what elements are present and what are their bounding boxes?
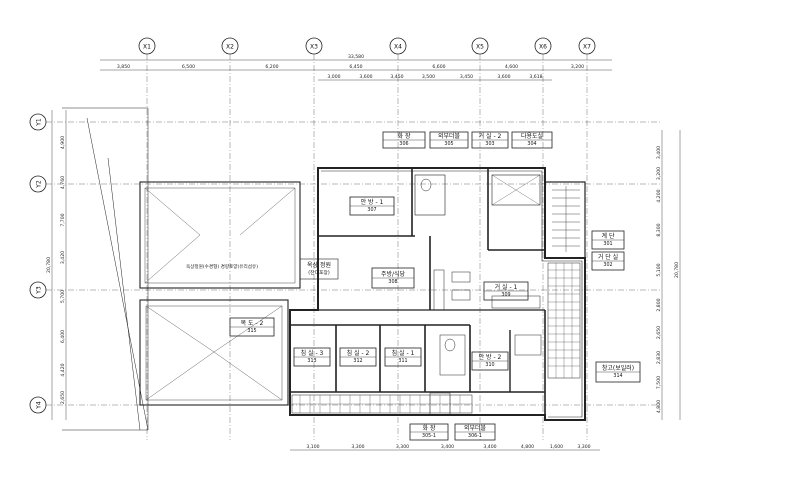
room-label: 화 장: [398, 132, 411, 140]
dim-right-row: 4,800: [656, 400, 662, 413]
dim-top-total: 33,580: [348, 54, 364, 60]
room-number: 306: [399, 141, 408, 147]
room-label: 거 단 실: [598, 253, 618, 261]
room-label: 침 실 - 1: [392, 349, 415, 357]
room-label: 창고(보일러): [602, 364, 634, 372]
grid-label-x1: X1: [143, 44, 151, 51]
room-number: 308: [388, 279, 397, 285]
room-number: 306-1: [468, 433, 482, 439]
grid-label-x5: X5: [476, 44, 484, 51]
dim-top-row2: 3,450: [460, 74, 473, 80]
dim-right-row: 2,800: [656, 298, 662, 311]
room-number: 313: [307, 358, 316, 364]
dim-top-row1: 3,200: [571, 64, 584, 70]
grid-label-x4: X4: [394, 44, 402, 51]
room-label: 침 실 - 2: [347, 349, 370, 357]
dim-left-row: 4,420: [60, 363, 66, 376]
dim-right-row: 3,200: [656, 167, 662, 180]
room-number: 304: [527, 141, 536, 147]
dim-top-row1: 6,600: [432, 64, 445, 70]
room-label: 옥상 정원: [307, 261, 331, 269]
dim-top-row1: 3,850: [117, 64, 130, 70]
room-label: 침 실 - 3: [301, 349, 324, 357]
grid-label-x3: X3: [310, 44, 318, 51]
dim-right-row: 4,200: [656, 189, 662, 202]
room-label: 외부더블: [464, 424, 487, 432]
roof-garden-note: 옥상정원(수경형) 경량토양(유리섬유): [186, 263, 258, 270]
room-number: 312: [353, 358, 362, 364]
grid-label-y1: Y1: [36, 118, 43, 127]
dim-left-row: 5,700: [60, 290, 66, 303]
dim-right-row: 5,100: [656, 263, 662, 276]
room-label: 주방/식당: [381, 270, 406, 278]
dim-right-total: 20,780: [674, 262, 680, 278]
dim-top-row1: 4,600: [505, 64, 518, 70]
dim-bottom: 3,300: [577, 444, 590, 450]
dim-top-row2: 3,600: [497, 74, 510, 80]
room-number: 301: [603, 241, 612, 247]
dim-top-row2: 3,600: [359, 74, 372, 80]
dim-top-row1: 6,450: [349, 64, 362, 70]
room-label: 복 도 - 2: [241, 320, 264, 327]
room-number: 305: [444, 141, 453, 147]
dim-right-row: 3,400: [656, 146, 662, 159]
room-label: 화 장: [423, 424, 436, 432]
dim-left-row: 7,700: [60, 213, 66, 226]
dim-bottom: 3,300: [351, 444, 364, 450]
room-label: 거 실 - 2: [479, 132, 502, 140]
room-label: 안 방 - 1: [361, 198, 384, 206]
dim-left-row: 3,420: [60, 251, 66, 264]
grid-label-y2: Y2: [36, 180, 43, 189]
dim-bottom: 3,300: [396, 444, 409, 450]
room-number: 315: [247, 328, 256, 334]
dim-left-row: 2,650: [60, 391, 66, 404]
room-number: 309: [501, 292, 510, 298]
room-label: 다용도실: [521, 132, 543, 140]
room-number: 307: [367, 207, 376, 213]
dim-right-row: 2,830: [656, 351, 662, 364]
dim-bottom: 3,400: [483, 444, 496, 450]
dim-top-row1: 6,500: [182, 64, 195, 70]
dim-right-row: 2,650: [656, 326, 662, 339]
dim-top-row2: 3,450: [390, 74, 403, 80]
dim-bottom: 3,100: [306, 444, 319, 450]
room-number: 310: [485, 362, 494, 368]
grid-label-x6: X6: [539, 44, 547, 51]
room-number: 303: [485, 141, 494, 147]
dim-right-row: 8,300: [656, 223, 662, 236]
dim-bottom: 1,600: [550, 444, 563, 450]
room-number: 302: [603, 262, 612, 268]
grid-label-y4: Y4: [36, 401, 43, 410]
dim-left-row: 4,760: [60, 176, 66, 189]
grid-label-x7: X7: [583, 44, 591, 51]
dim-top-row1: 6,200: [265, 64, 278, 70]
dim-top-row2: 3,000: [327, 74, 340, 80]
dim-top-row2: 3,618: [529, 74, 542, 80]
dim-bottom: 3,400: [441, 444, 454, 450]
dim-bottom: 4,800: [521, 444, 534, 450]
grid-label-x2: X2: [226, 44, 234, 51]
room-label: 외부더블: [438, 132, 461, 140]
room-label: 계 단: [602, 232, 615, 240]
room-label: 거 실 - 1: [495, 283, 518, 291]
room-number: 305-1: [422, 433, 436, 439]
dim-top-row2: 3,500: [422, 74, 435, 80]
dim-left-row: 4,900: [60, 136, 66, 149]
dim-right-row: 7,500: [656, 376, 662, 389]
dim-left-total: 20,780: [46, 257, 52, 273]
room-number: (잔디포장): [308, 269, 330, 276]
dim-left-row: 6,400: [60, 330, 66, 343]
room-number: 314: [613, 373, 622, 379]
grid-label-y3: Y3: [36, 286, 43, 295]
room-number: 311: [398, 358, 407, 364]
room-label: 안 방 - 2: [479, 353, 502, 361]
